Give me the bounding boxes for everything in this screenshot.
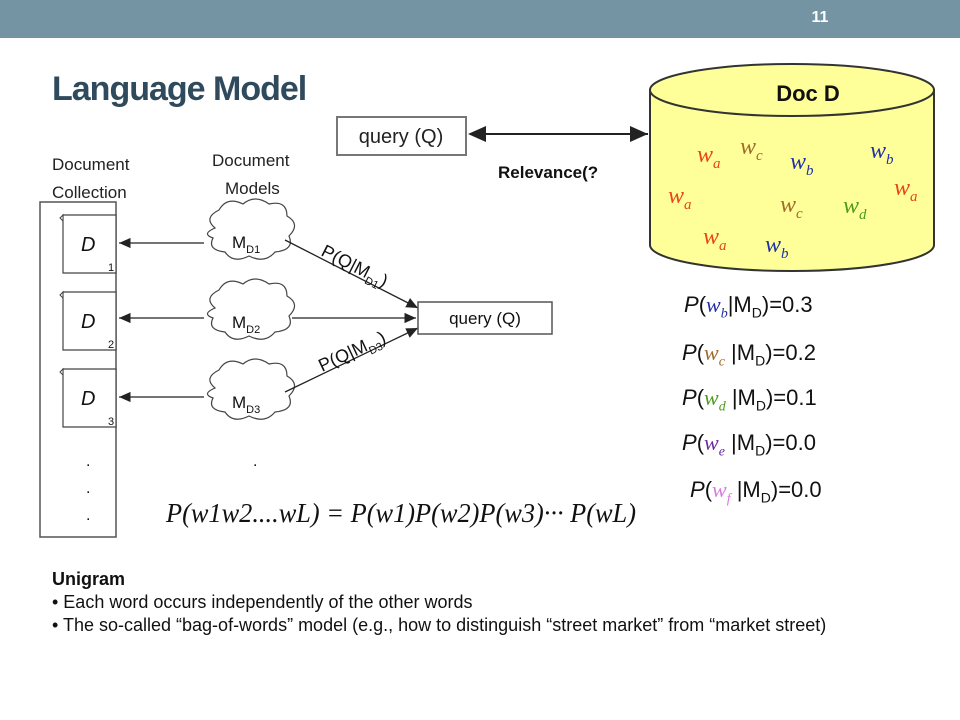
doc-letter-3: D	[81, 388, 95, 410]
doc-index-3: 3	[108, 416, 114, 428]
collection-header-1: Document	[52, 155, 130, 174]
edge-line-3	[284, 327, 419, 393]
prob-line-f: P(wf |MD)=0.0	[690, 477, 822, 507]
unigram-formula: P(w1w2....wL) = P(w1)P(w2)P(w3)··· P(wL)	[165, 498, 636, 528]
doc-index-1: 1	[108, 262, 114, 274]
edge-line-1	[284, 239, 419, 309]
collection-dot-3: .	[86, 507, 90, 524]
doc-word-4: wb	[870, 138, 894, 168]
prob-line-c: P(wc |MD)=0.2	[682, 340, 816, 370]
doc-page-3	[59, 367, 117, 428]
model-label-2: MD2	[232, 313, 260, 336]
doc-word-9: wa	[703, 224, 727, 254]
doc-letter-2: D	[81, 311, 95, 333]
edge-label-2: P(Q|MD3)	[315, 327, 390, 379]
notes-bullet-2: • The so-called “bag-of-words” model (e.…	[52, 615, 827, 635]
prob-line-d: P(wd |MD)=0.1	[682, 385, 817, 415]
doc-word-1: wa	[697, 142, 721, 172]
collection-dot-2: .	[86, 480, 90, 497]
doc-title: Doc D	[776, 81, 840, 106]
doc-page-1	[59, 213, 117, 274]
doc-word-8: wa	[894, 175, 918, 205]
top-bar: 11	[0, 0, 960, 38]
diagram-query-box	[417, 301, 553, 335]
doc-page-2	[59, 290, 117, 351]
models-header-1: Document	[212, 151, 290, 170]
model-cloud-1	[206, 198, 296, 260]
model-label-1: MD1	[232, 233, 260, 256]
top-query-box	[336, 116, 467, 156]
doc-word-2: wc	[740, 134, 763, 164]
doc-letter-1: D	[81, 234, 95, 256]
notes: Unigram • Each word occurs independently…	[52, 568, 922, 637]
doc-word-6: wc	[780, 192, 803, 222]
prob-line-b: P(wb|MD)=0.3	[684, 292, 813, 322]
diagram-query-label: query (Q)	[449, 309, 521, 328]
models-header-2: Models	[225, 179, 280, 198]
model-cloud-2	[206, 278, 296, 340]
collection-header-2: Collection	[52, 183, 127, 202]
doc-word-7: wd	[843, 193, 867, 223]
notes-bullet-1: • Each word occurs independently of the …	[52, 592, 473, 612]
relevance-label: Relevance(?	[498, 163, 598, 182]
model-cloud-3	[206, 358, 296, 420]
slide-number: 11	[811, 9, 829, 26]
edge-label-1: P(Q|MD1)	[316, 241, 391, 295]
prob-line-e: P(we |MD)=0.0	[682, 430, 816, 460]
model-label-3: MD3	[232, 393, 260, 416]
models-dot: .	[253, 453, 257, 470]
doc-word-3: wb	[790, 149, 814, 179]
collection-dot-1: .	[86, 453, 90, 470]
slide-title: Language Model	[52, 70, 307, 108]
doc-cylinder	[649, 63, 935, 272]
doc-index-2: 2	[108, 339, 114, 351]
doc-word-10: wb	[765, 232, 789, 262]
doc-word-5: wa	[668, 183, 692, 213]
top-query-label: query (Q)	[359, 126, 443, 148]
notes-heading: Unigram	[52, 569, 126, 589]
